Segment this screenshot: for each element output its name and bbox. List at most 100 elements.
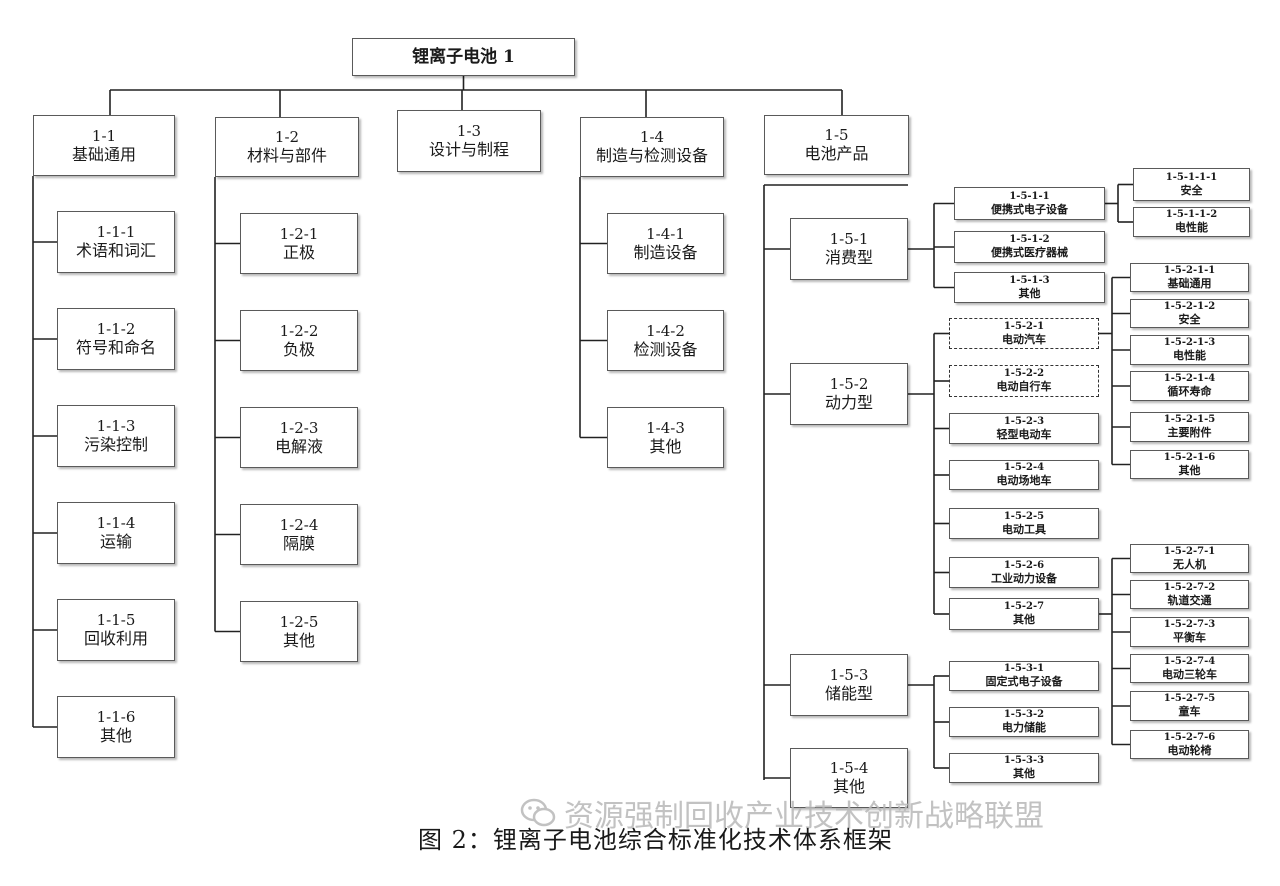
node-code: 1-2-1: [279, 224, 319, 243]
node-code: 1-2-3: [279, 418, 319, 437]
node-label: 材料与部件: [246, 146, 327, 166]
node-code: 1-1: [91, 126, 117, 145]
node-code: 1-2-2: [279, 321, 319, 340]
node-code: 1-2-4: [279, 515, 319, 534]
node-code: 1-3: [456, 122, 482, 141]
node-label: 基础通用: [1167, 276, 1212, 290]
node-label: 轻型电动车: [996, 427, 1052, 441]
node-code: 1-1-2: [96, 320, 136, 339]
node-code: 1-2-5: [279, 612, 319, 631]
node-label: 平衡车: [1173, 631, 1206, 645]
node-code: 1-5-1-3: [1009, 274, 1050, 286]
node-label: 符号和命名: [75, 338, 156, 358]
node-label: 锂离子电池 1: [412, 46, 515, 67]
node-code: 1-1-6: [96, 708, 136, 727]
node-code: 1-5-4: [829, 759, 869, 778]
node-code: 1-5-2-7-4: [1163, 655, 1216, 667]
node-code: 1-5-1-1: [1009, 190, 1050, 202]
node-label: 其他: [282, 630, 315, 650]
node-label: 电动轮椅: [1167, 743, 1212, 757]
node-label: 术语和词汇: [75, 241, 156, 261]
node-label: 主要附件: [1167, 426, 1212, 440]
node-label: 正极: [282, 242, 315, 262]
node-code: 1-5-3-1: [1003, 663, 1045, 675]
node-code: 1-5-2-1-6: [1163, 451, 1216, 463]
node-label: 电力储能: [1002, 721, 1046, 735]
watermark-text: 资源强制回收产业技术创新战略联盟: [564, 799, 1044, 834]
node-code: 1-4: [639, 128, 665, 147]
wechat-icon: [520, 798, 556, 827]
node-code: 1-5-2-2: [1003, 368, 1045, 380]
node-label: 安全: [1180, 183, 1203, 197]
node-code: 1-4-2: [646, 321, 685, 340]
node-code: 1-1-1: [96, 223, 136, 242]
node-label: 隔膜: [282, 533, 315, 553]
node-code: 1-5-3-2: [1003, 709, 1045, 721]
node-label: 电动汽车: [1002, 332, 1046, 346]
node-code: 1-2: [274, 128, 300, 147]
node-label: 污染控制: [83, 435, 148, 455]
node-label: 无人机: [1173, 557, 1206, 571]
node-label: 其他: [1178, 463, 1201, 477]
node-label: 运输: [99, 532, 132, 552]
node-root: 锂离子电池 1: [352, 38, 575, 76]
node-code: 1-5-2-7-6: [1163, 731, 1216, 743]
watermark: 资源强制回收产业技术创新战略联盟: [520, 793, 1044, 834]
node-code: 1-5-2-1-2: [1163, 300, 1216, 312]
node-code: 1-5-1-1-1: [1165, 171, 1218, 183]
node-code: 1-5: [824, 126, 849, 145]
node-label: 检测设备: [633, 339, 698, 359]
node-label: 其他: [649, 436, 682, 456]
node-label: 其他: [1013, 613, 1035, 627]
node-code: 1-5-2-7-3: [1163, 619, 1216, 631]
node-code: 1-4-3: [646, 418, 685, 437]
node-code: 1-5-2-7-2: [1163, 581, 1216, 593]
node-label: 制造与检测设备: [595, 146, 708, 166]
node-label: 电动自行车: [996, 380, 1052, 394]
node-label: 负极: [282, 339, 315, 359]
node-code: 1-5-2-1: [1003, 320, 1045, 332]
node-label: 轨道交通: [1167, 593, 1212, 607]
node-label: 固定式电子设备: [985, 675, 1063, 689]
node-code: 1-5-2-4: [1003, 462, 1045, 474]
node-code: 1-5-2-7-5: [1163, 693, 1216, 705]
node-code: 1-5-3: [829, 666, 869, 685]
